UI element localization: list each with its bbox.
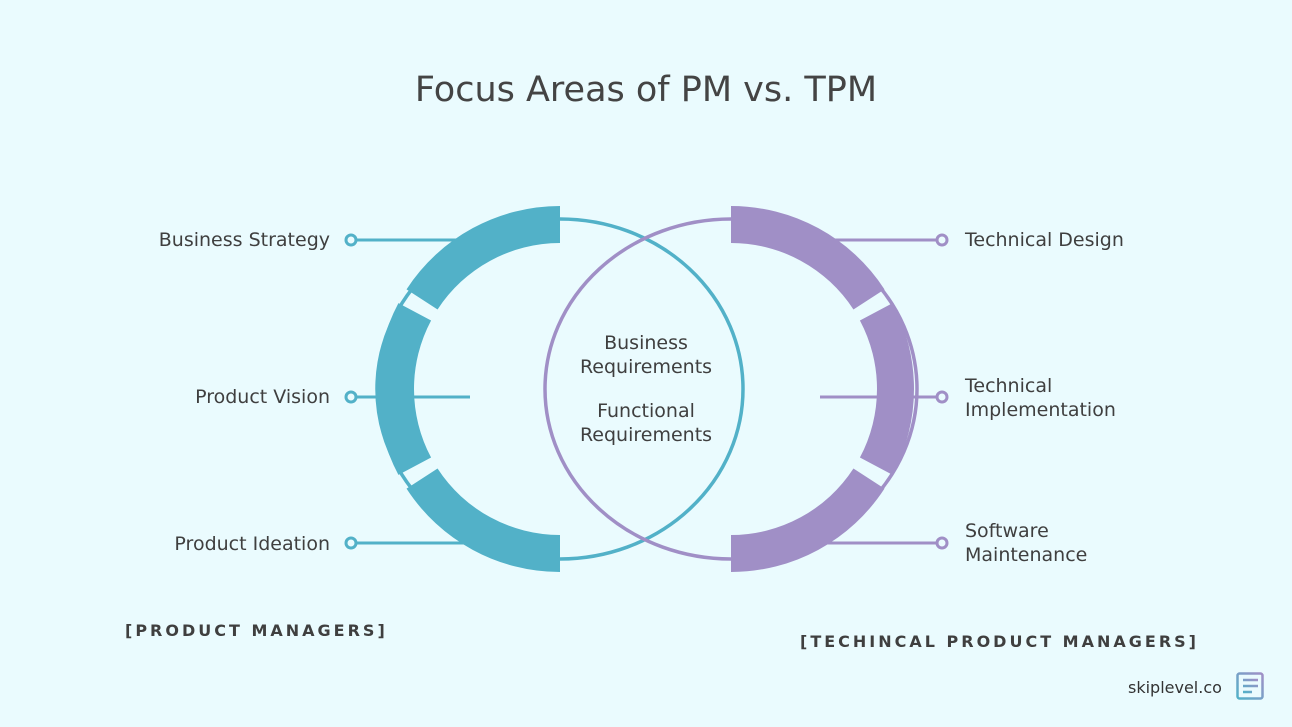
label-line: Requirements bbox=[579, 424, 713, 446]
label-line: Technical Design bbox=[965, 229, 1124, 251]
pm-arc-segment-2 bbox=[377, 303, 432, 475]
brand-text: skiplevel.co bbox=[1128, 678, 1222, 697]
pm-arc-segment-1 bbox=[406, 206, 560, 310]
label-line: Technical bbox=[965, 375, 1053, 397]
pm-arc-segment-3 bbox=[406, 468, 560, 572]
pm-connector-dot-icon bbox=[344, 233, 358, 247]
label-line: Software bbox=[965, 520, 1049, 542]
tpm-arc-segment-1 bbox=[731, 206, 885, 310]
product-managers-label: [PRODUCT MANAGERS] bbox=[125, 621, 388, 640]
left-item-product-ideation: Product Ideation bbox=[174, 533, 330, 555]
pm-connector-dot-icon bbox=[344, 390, 358, 404]
left-item-product-vision: Product Vision bbox=[195, 386, 330, 408]
label-line: Maintenance bbox=[965, 544, 1088, 566]
tpm-arc-segment-2 bbox=[859, 303, 914, 475]
right-item-technical-design: Technical Design bbox=[965, 228, 1124, 252]
page-title: Focus Areas of PM vs. TPM bbox=[414, 70, 878, 110]
skiplevel-logo-icon bbox=[1236, 672, 1264, 700]
tpm-connector-dot-icon bbox=[935, 536, 949, 550]
label-line: Functional bbox=[597, 400, 695, 422]
label-line: Requirements bbox=[579, 356, 713, 378]
tpm-connector-dot-icon bbox=[935, 233, 949, 247]
left-item-business-strategy: Business Strategy bbox=[158, 229, 330, 251]
technical-product-managers-label: [TECHINCAL PRODUCT MANAGERS] bbox=[800, 632, 1199, 651]
tpm-arc-segment-3 bbox=[731, 468, 885, 572]
label-line: Business bbox=[604, 332, 688, 354]
pm-connector-dot-icon bbox=[344, 536, 358, 550]
label-line: Implementation bbox=[965, 399, 1116, 421]
tpm-connector-dot-icon bbox=[935, 390, 949, 404]
